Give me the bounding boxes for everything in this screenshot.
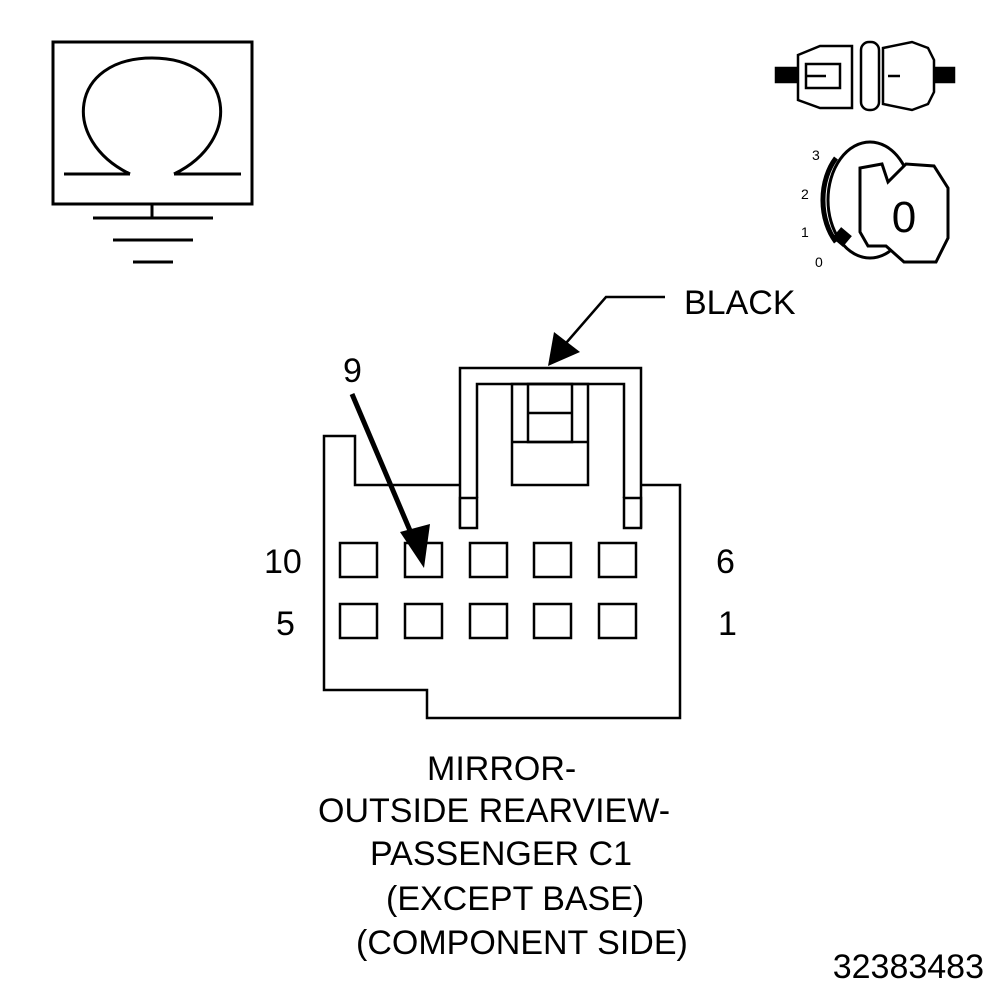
pin-8 — [468, 541, 509, 579]
pin-10 — [338, 541, 379, 579]
ignition-key-off-icon: 3 2 1 0 0 — [801, 140, 950, 270]
pin-5 — [338, 602, 379, 640]
pin-label-bottom-right: 1 — [718, 605, 737, 643]
black-callout-leader — [548, 295, 665, 366]
pin-label-bottom-left: 5 — [276, 605, 295, 643]
ignition-position-1: 1 — [801, 224, 809, 240]
pin-4 — [403, 602, 444, 640]
pin-label-top-right: 6 — [716, 543, 735, 581]
figure-id: 32383483 — [833, 948, 984, 986]
pin-7 — [532, 541, 573, 579]
pin-2 — [532, 602, 573, 640]
pin-label-top-left: 10 — [264, 543, 302, 581]
pin-3 — [468, 602, 509, 640]
pin-9-callout-arrow — [349, 393, 430, 568]
pin-row-bottom — [338, 602, 638, 640]
ohmmeter-ground-icon — [51, 40, 254, 264]
caption-line-2: OUTSIDE REARVIEW- — [318, 792, 671, 830]
ignition-position-3: 3 — [812, 147, 820, 163]
connector-housing — [322, 366, 682, 720]
disconnected-connector-icon — [774, 40, 956, 112]
caption-line-3: PASSENGER C1 — [370, 835, 633, 873]
ignition-position-0: 0 — [815, 254, 823, 270]
pin-row-top — [338, 541, 638, 579]
housing-color-label: BLACK — [684, 284, 796, 322]
pin-6 — [597, 541, 638, 579]
caption-line-4: (EXCEPT BASE) — [386, 880, 645, 918]
ignition-key-label: 0 — [892, 193, 916, 242]
pin-callout-label: 9 — [343, 352, 362, 390]
ignition-position-2: 2 — [801, 186, 809, 202]
caption-line-5: (COMPONENT SIDE) — [356, 924, 688, 962]
caption-line-1: MIRROR- — [427, 750, 577, 788]
pin-1 — [597, 602, 638, 640]
